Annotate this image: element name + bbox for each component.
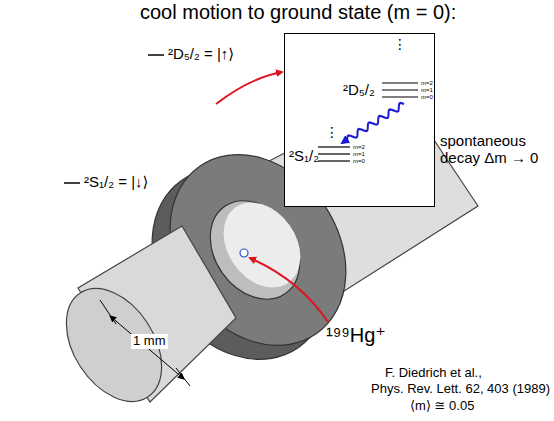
level-name: ²S₁/₂ [289,147,319,164]
result-value: ⟨m⟩ ≅ 0.05 [410,399,474,414]
level-name: ²D₅/₂ [343,81,375,98]
level-mark [64,182,80,184]
inset-ground [284,33,434,207]
level-mark [148,54,164,56]
zoom-arrow [216,72,282,104]
state-label: ²S₁/₂ = |↓⟩ [84,173,148,190]
m-label: m=2 [353,144,365,150]
dimension-line [110,316,184,379]
dimension-tick [100,300,116,324]
dimension-label: 1 mm [131,334,168,349]
m-label: m=1 [421,87,433,93]
m-label: m=0 [421,94,433,100]
m-label: m=1 [353,151,365,157]
state-label: ²D₅/₂ = |↑⟩ [168,45,234,62]
m-label: m=0 [353,158,365,164]
ellipsis: ⋮ [393,36,407,52]
decay-wave [342,103,404,143]
ellipsis: ⋮ [325,124,339,140]
citation: Phys. Rev. Lett. 62, 403 (1989) [371,382,550,397]
ion-pointer [250,258,328,322]
decay-note: spontaneous decay Δm → 0 [440,132,544,167]
ion-label: ¹⁹⁹Hg⁺ [326,324,386,347]
slide-title: cool motion to ground state (m = 0): [140,1,456,24]
dimension-tick [176,368,190,386]
tube-end [47,271,182,419]
citation: F. Diedrich et al., [385,366,482,381]
inset-box: ⋮²D₅/₂m=2m=1m=0⋮²S₁/₂m=2m=1m=0 [284,33,435,207]
m-label: m=2 [421,80,433,86]
ion-dot [240,249,248,257]
